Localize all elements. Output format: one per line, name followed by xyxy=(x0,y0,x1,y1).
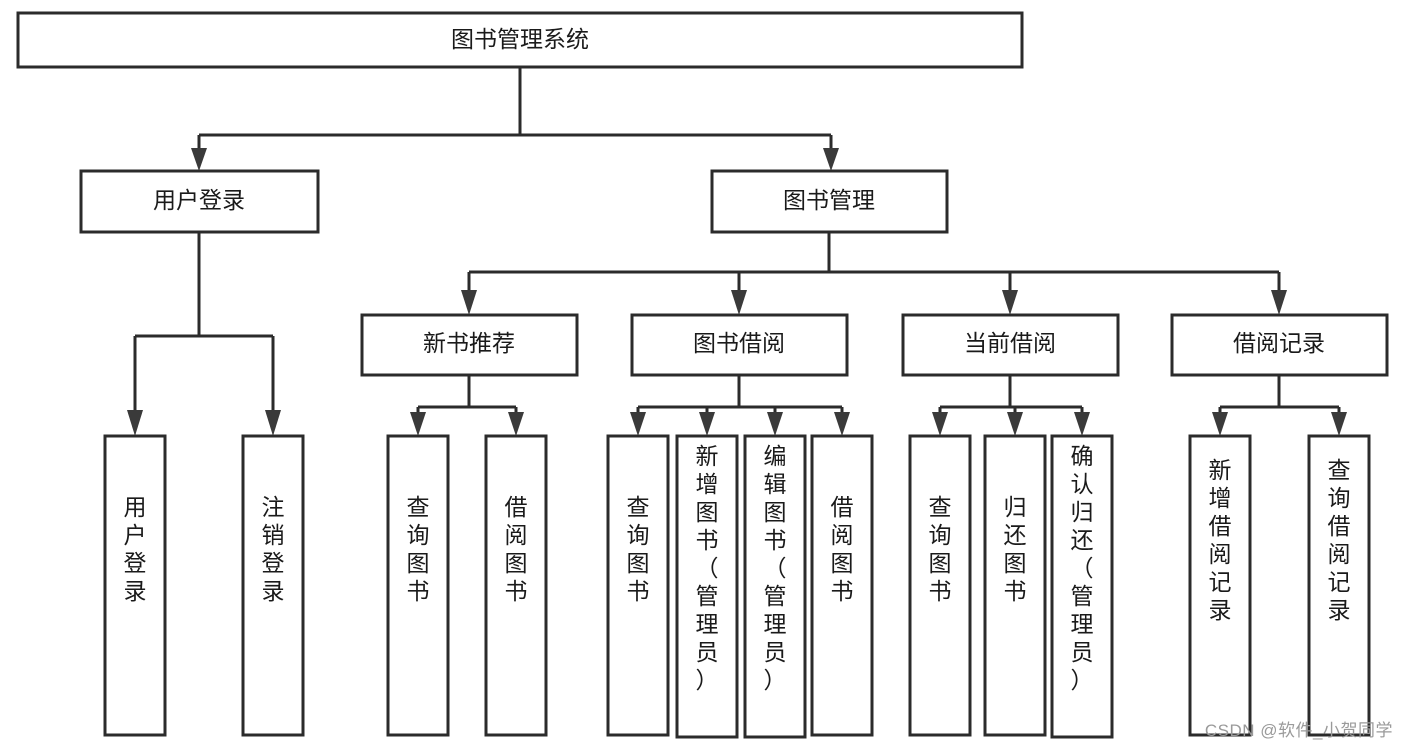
arrow-to-book-borrow xyxy=(731,290,747,315)
arrow-to-leaf-borrow-book-1 xyxy=(508,412,524,436)
arrow-to-current-borrow xyxy=(1002,290,1018,315)
node-new-book-recommend-label: 新书推荐 xyxy=(423,330,515,356)
leaf-query-book-1-box[interactable] xyxy=(386,434,450,737)
leaf-nodes-layer: 用户登录 注销登录 查询图书 借阅图书 查询图书 新增图书（管理员） xyxy=(103,434,1371,739)
node-borrow-record-box[interactable] xyxy=(1170,313,1389,377)
node-root-system[interactable]: 图书管理系统 xyxy=(16,11,1024,69)
leaf-node-confirm-return-admin[interactable]: 确认归还（管理员） xyxy=(1050,434,1114,739)
arrow-to-book-manage xyxy=(823,148,839,171)
leaf-node-user-login[interactable]: 用户登录 xyxy=(103,434,167,737)
node-borrow-record[interactable]: 借阅记录 xyxy=(1170,313,1389,377)
node-root-label: 图书管理系统 xyxy=(451,26,589,52)
leaf-query-borrow-record-label: 查询借阅记录 xyxy=(1328,457,1351,623)
leaf-query-book-1-label: 查询图书 xyxy=(407,494,430,604)
leaf-return-book-label: 归还图书 xyxy=(1004,494,1027,604)
connectors-layer xyxy=(127,67,1347,436)
arrow-to-leaf-query-book-3 xyxy=(932,412,948,436)
node-current-borrow-box[interactable] xyxy=(901,313,1120,377)
node-new-book-recommend[interactable]: 新书推荐 xyxy=(360,313,579,377)
leaf-add-book-admin-label: 新增图书（管理员） xyxy=(696,443,719,693)
leaf-add-borrow-record-box[interactable] xyxy=(1188,434,1252,737)
node-book-manage-label: 图书管理 xyxy=(783,187,875,213)
leaf-borrow-book-2-label: 借阅图书 xyxy=(831,494,854,604)
node-current-borrow-label: 当前借阅 xyxy=(964,330,1056,356)
arrow-to-leaf-query-book-1 xyxy=(410,412,426,436)
arrow-to-leaf-add-book-admin xyxy=(699,412,715,436)
node-user-login[interactable]: 用户登录 xyxy=(79,169,320,234)
leaf-borrow-book-1-box[interactable] xyxy=(484,434,548,737)
leaf-confirm-return-admin-box[interactable] xyxy=(1050,434,1114,739)
leaf-logout-login-box[interactable] xyxy=(241,434,305,737)
node-book-manage[interactable]: 图书管理 xyxy=(710,169,949,234)
leaf-borrow-book-2-box[interactable] xyxy=(810,434,874,737)
leaf-node-query-borrow-record[interactable]: 查询借阅记录 xyxy=(1307,434,1371,737)
leaf-logout-login-label: 注销登录 xyxy=(262,494,285,604)
arrow-to-leaf-add-borrow-record xyxy=(1212,412,1228,436)
node-book-borrow-box[interactable] xyxy=(630,313,849,377)
leaf-node-query-book-3[interactable]: 查询图书 xyxy=(908,434,972,737)
node-user-login-box[interactable] xyxy=(79,169,320,234)
leaf-query-book-2-box[interactable] xyxy=(606,434,670,737)
leaf-query-book-2-label: 查询图书 xyxy=(627,494,650,604)
arrow-to-leaf-confirm-return-admin xyxy=(1074,412,1090,436)
node-book-borrow[interactable]: 图书借阅 xyxy=(630,313,849,377)
arrow-to-leaf-user-login xyxy=(127,410,143,436)
leaf-edit-book-admin-label: 编辑图书（管理员） xyxy=(764,443,787,693)
arrow-to-leaf-edit-book-admin xyxy=(767,412,783,436)
node-new-book-recommend-box[interactable] xyxy=(360,313,579,377)
node-user-login-label: 用户登录 xyxy=(153,187,245,213)
leaf-edit-book-admin-box[interactable] xyxy=(743,434,807,739)
leaf-borrow-book-1-label: 借阅图书 xyxy=(505,494,528,604)
leaf-node-logout-login[interactable]: 注销登录 xyxy=(241,434,305,737)
node-book-borrow-label: 图书借阅 xyxy=(693,330,785,356)
arrow-to-leaf-return-book xyxy=(1007,412,1023,436)
leaf-confirm-return-admin-label: 确认归还（管理员） xyxy=(1071,443,1094,693)
leaf-return-book-box[interactable] xyxy=(983,434,1047,737)
leaf-add-borrow-record-label: 新增借阅记录 xyxy=(1209,457,1232,623)
leaf-node-query-book-2[interactable]: 查询图书 xyxy=(606,434,670,737)
node-book-manage-box[interactable] xyxy=(710,169,949,234)
leaf-node-edit-book-admin[interactable]: 编辑图书（管理员） xyxy=(743,434,807,739)
node-current-borrow[interactable]: 当前借阅 xyxy=(901,313,1120,377)
arrow-to-user-login xyxy=(191,148,207,171)
leaf-node-add-book-admin[interactable]: 新增图书（管理员） xyxy=(675,434,739,739)
leaf-query-book-3-label: 查询图书 xyxy=(929,494,952,604)
leaf-node-borrow-book-2[interactable]: 借阅图书 xyxy=(810,434,874,737)
leaf-query-borrow-record-box[interactable] xyxy=(1307,434,1371,737)
arrow-to-new-book-recommend xyxy=(461,290,477,315)
leaf-query-book-3-box[interactable] xyxy=(908,434,972,737)
leaf-node-query-book-1[interactable]: 查询图书 xyxy=(386,434,450,737)
leaf-node-add-borrow-record[interactable]: 新增借阅记录 xyxy=(1188,434,1252,737)
node-borrow-record-label: 借阅记录 xyxy=(1233,330,1325,356)
leaf-add-book-admin-box[interactable] xyxy=(675,434,739,739)
arrow-to-leaf-borrow-book-2 xyxy=(834,412,850,436)
arrow-to-leaf-query-borrow-record xyxy=(1331,412,1347,436)
arrow-to-borrow-record xyxy=(1271,290,1287,315)
node-root-box[interactable] xyxy=(16,11,1024,69)
leaf-user-login-label: 用户登录 xyxy=(124,494,147,604)
arrow-to-leaf-query-book-2 xyxy=(630,412,646,436)
leaf-user-login-box[interactable] xyxy=(103,434,167,737)
leaf-node-return-book[interactable]: 归还图书 xyxy=(983,434,1047,737)
arrow-to-leaf-logout-login xyxy=(265,410,281,436)
leaf-node-borrow-book-1[interactable]: 借阅图书 xyxy=(484,434,548,737)
